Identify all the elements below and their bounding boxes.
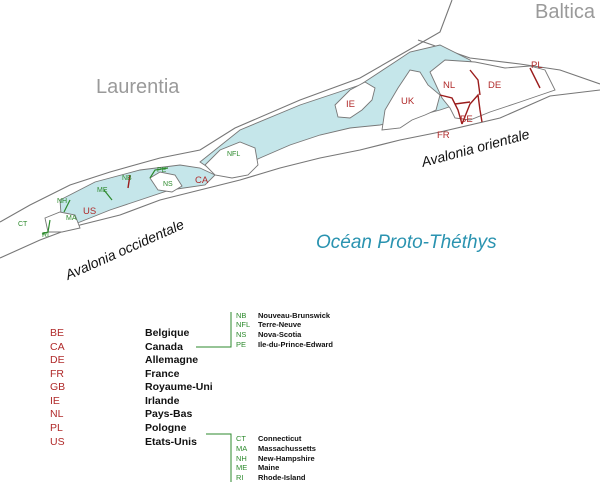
legend-state-code: ME [236,463,247,472]
legend-country-name: Etats-Unis [145,436,197,448]
laurentia-margin [0,0,453,223]
legend-state-code: CT [236,434,246,443]
legend-province-code: NS [236,330,246,339]
legend-province-code: NB [236,311,246,320]
avalonia-east-label: Avalonia orientale [419,126,532,171]
be-code: BE [460,114,473,125]
legend-country-code: GB [50,381,65,393]
baltica-label: Baltica [535,1,596,23]
uk-code: UK [401,96,415,107]
legend-country-name: France [145,368,180,380]
legend-country-name: Irlande [145,395,180,407]
avalonia-southern-margin [0,89,600,259]
legend-state-name: Connecticut [258,434,302,443]
me-code: ME [97,187,108,194]
nova-scotia-landmass [149,171,183,193]
legend-country-code: NL [50,408,64,420]
ie-code: IE [346,99,355,110]
legend-country-name: Pologne [145,422,187,434]
nl-code: NL [443,80,455,91]
legend-canada-connector [196,312,232,348]
legend-us-states: CT Connecticut MA Massachussetts NH New-… [236,434,316,482]
legend-country-code: CA [50,341,65,353]
nfl-code: NFL [227,151,240,158]
legend-country-code: BE [50,327,64,339]
legend-canada-provinces: NB Nouveau-Brunswick NFL Terre-Neuve NS … [236,311,333,349]
legend-country-name: Allemagne [145,354,198,366]
legend-country-code: PL [50,422,63,434]
fr-code: FR [437,130,450,141]
newfoundland-landmass [204,141,259,179]
nh-code: NH [57,198,67,205]
legend-province-name: Nova-Scotia [258,330,302,339]
ct-code: CT [18,221,28,228]
ireland-landmass [334,81,376,119]
legend-country-code: IE [50,395,60,407]
ri-code: RI [42,232,49,239]
legend-country-name: Belgique [145,327,189,339]
legend-country-code: DE [50,354,65,366]
legend: NB Nouveau-Brunswick NFL Terre-Neuve NS … [50,311,333,482]
legend-province-code: PE [236,340,246,349]
legend-state-name: Massachussetts [258,444,316,453]
legend-countries: BE Belgique CA Canada DE Allemagne FR Fr… [50,327,213,448]
ocean-label: Océan Proto-Théthys [316,232,497,253]
nb-code: NB [122,175,132,182]
avalonia-west-label: Avalonia occidentale [62,216,187,283]
legend-country-code: US [50,436,65,448]
legend-state-name: Rhode-Island [258,473,306,482]
country-borders [127,67,541,189]
legend-country-name: Pays-Bas [145,408,192,420]
laurentia-label: Laurentia [96,76,180,98]
legend-state-name: Maine [258,463,279,472]
legend-province-name: Ile-du-Prince-Edward [258,340,333,349]
continental-europe-landmass [429,59,556,121]
legend-province-code: NFL [236,320,250,329]
de-code: DE [488,80,501,91]
ns-code: NS [163,181,173,188]
legend-state-code: RI [236,473,244,482]
legend-country-code: FR [50,368,64,380]
legend-province-name: Nouveau-Brunswick [258,311,331,320]
legend-us-connector [206,433,232,482]
legend-state-name: New-Hampshire [258,454,315,463]
legend-state-code: MA [236,444,247,453]
legend-province-name: Terre-Neuve [258,320,301,329]
legend-country-name: Royaume-Uni [145,381,213,393]
ca-code: CA [195,175,209,186]
sea-west [59,164,216,229]
subregion-borders [41,167,169,235]
legend-state-code: NH [236,454,247,463]
uk-landmass [381,69,441,131]
pl-code: PL [531,60,543,71]
legend-country-name: Canada [145,341,183,353]
pe-code: PE [157,167,167,174]
us-code: US [83,206,96,217]
ma-code: MA [66,215,77,222]
